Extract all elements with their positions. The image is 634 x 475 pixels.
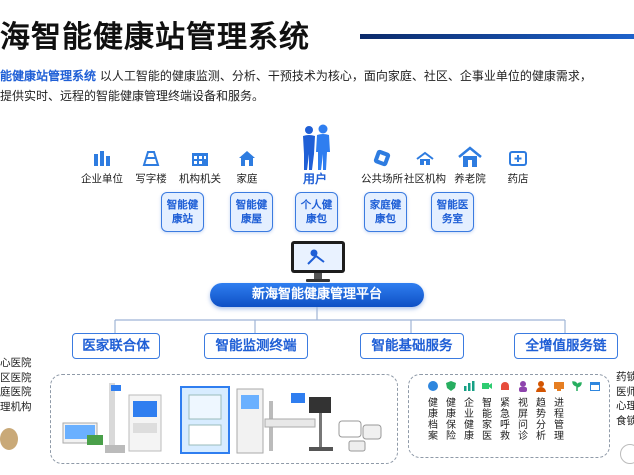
category-label: 药店: [507, 173, 529, 185]
chart-icon: [464, 381, 475, 391]
feature-health-insurance[interactable]: 健康保险: [444, 380, 458, 442]
camera-icon: [482, 383, 492, 389]
user-icon: [536, 381, 546, 392]
institution-icon: [192, 153, 208, 166]
category-label: 机构机关: [179, 173, 221, 185]
pillar-value-added-chain[interactable]: 全增值服务链: [514, 333, 618, 359]
category-home[interactable]: 家庭: [217, 148, 277, 186]
list-item: 医师: [616, 385, 634, 398]
category-label: 养老院: [454, 173, 486, 185]
intro-paragraph: 能健康站管理系统 以人工智能的健康监测、分析、干预技术为核心，面向家庭、社区、企…: [0, 66, 634, 106]
archive-icon: [428, 381, 438, 391]
exam-bed-icon: [264, 393, 316, 451]
category-enterprise[interactable]: 企业单位: [72, 148, 132, 186]
physical-exam-machine-icon: [180, 386, 230, 454]
platform-banner[interactable]: 新海智能健康管理平台: [210, 283, 424, 307]
user-figures-icon: [303, 124, 330, 170]
tower-icon: [142, 151, 160, 166]
feature-extra-plant[interactable]: [570, 380, 584, 398]
feature-extra-calendar[interactable]: [588, 380, 602, 398]
intro-brand: 能健康站管理系统: [0, 69, 97, 83]
service-smart-health-room[interactable]: 智能健康屋: [230, 192, 273, 232]
category-label: 企业单位: [81, 173, 123, 185]
height-scale-icon: [105, 383, 125, 453]
hospital-list: 心医院 区医院 庭医院 理机构: [0, 356, 32, 414]
category-institution[interactable]: 机构机关: [170, 148, 230, 186]
medical-kit-icon: [338, 420, 382, 452]
calendar-icon: [590, 382, 600, 391]
service-personal-health-kit[interactable]: 个人健康包: [295, 192, 338, 232]
user-label: 用户: [302, 172, 327, 186]
category-community[interactable]: 社区机构: [395, 148, 455, 186]
list-item: 食锁: [616, 414, 634, 427]
list-item: 庭医院: [0, 386, 32, 398]
house-icon: [239, 151, 255, 166]
page-title: 海智能健康站管理系统: [0, 20, 310, 55]
list-item: 区医院: [0, 371, 32, 384]
list-item: 心医院: [0, 357, 32, 369]
public-place-icon: [373, 149, 391, 167]
service-providers-list: 药锁 医师 心理 食锁: [616, 370, 634, 428]
monitor-icon: [291, 241, 345, 282]
feature-enterprise-health[interactable]: 企业健康: [462, 380, 476, 442]
doctor-icon: [519, 381, 527, 392]
category-nursing-home[interactable]: 养老院: [440, 146, 500, 186]
shield-icon: [446, 381, 456, 391]
feature-process-management[interactable]: 进程管理: [552, 380, 566, 442]
feature-health-archive[interactable]: 健康档案: [426, 380, 440, 442]
category-office-tower[interactable]: 写字楼: [121, 148, 181, 186]
intro-line2: 提供实时、远程的智能健康管理终端设备和服务。: [0, 89, 265, 103]
monitor-icon: [554, 382, 564, 391]
category-label: 公共场所: [361, 173, 403, 185]
category-label: 写字楼: [135, 173, 167, 185]
pillar-smart-basic-services[interactable]: 智能基础服务: [360, 333, 464, 359]
service-family-health-kit[interactable]: 家庭健康包: [364, 192, 407, 232]
pillar-medical-alliance[interactable]: 医家联合体: [72, 333, 160, 359]
pillar-smart-monitoring[interactable]: 智能监测终端: [204, 333, 308, 359]
title-rule: [360, 34, 634, 39]
plant-icon: [572, 381, 582, 391]
feature-emergency-call[interactable]: 紧急呼救: [498, 380, 512, 442]
list-item: 药锁: [616, 371, 634, 383]
service-smart-clinic[interactable]: 智能医务室: [431, 192, 474, 232]
office-building-icon: [94, 151, 110, 166]
community-icon: [416, 151, 434, 165]
pharmacy-icon: [509, 151, 527, 166]
wheeled-monitor-icon: [309, 397, 333, 451]
avatar: [0, 428, 18, 450]
kiosk-device-icon: [62, 422, 103, 445]
next-circle[interactable]: [620, 444, 634, 464]
health-station-icon: [128, 394, 162, 452]
devices-panel: [50, 374, 398, 464]
category-pharmacy[interactable]: 药店: [488, 148, 548, 186]
category-public-place[interactable]: 公共场所: [352, 148, 412, 186]
list-item: 心理: [616, 400, 634, 412]
alarm-icon: [501, 382, 509, 390]
feature-trend-analysis[interactable]: 趋势分析: [534, 380, 548, 442]
feature-video-consultation[interactable]: 视屏问诊: [516, 380, 530, 442]
category-label: 家庭: [236, 173, 258, 185]
category-label: 社区机构: [404, 173, 446, 185]
list-item: 理机构: [0, 400, 32, 413]
service-smart-health-station[interactable]: 智能健康站: [161, 192, 204, 232]
nursing-home-icon: [458, 146, 482, 167]
health-cabin-icon: [236, 388, 264, 454]
intro-line1: 以人工智能的健康监测、分析、干预技术为核心，面向家庭、社区、企事业单位的健康需求…: [99, 69, 592, 83]
feature-smart-family-doctor[interactable]: 智能家医: [480, 380, 494, 442]
